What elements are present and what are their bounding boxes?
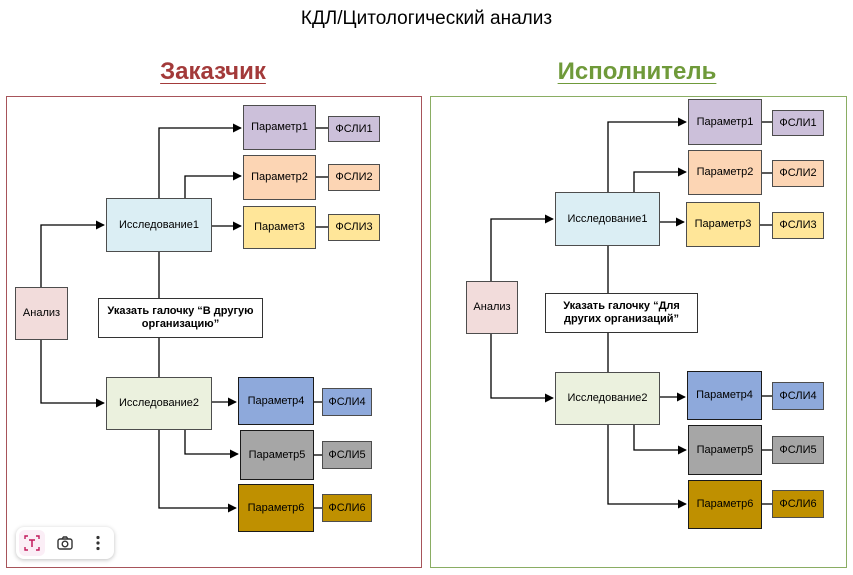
analysis-box-customer: Анализ	[15, 287, 68, 340]
executor-heading: Исполнитель	[557, 58, 717, 85]
param1-box-customer: Параметр1	[243, 105, 316, 150]
fsli4-box-executor: ФСЛИ4	[772, 382, 824, 410]
param3-box-executor: Параметр3	[686, 202, 760, 247]
connector	[184, 430, 239, 459]
fsli1-box-customer: ФСЛИ1	[328, 116, 380, 142]
param5-box-customer: Параметр5	[240, 430, 314, 480]
connector	[607, 425, 687, 509]
param2-box-executor: Параметр2	[688, 150, 762, 195]
connector	[607, 117, 687, 192]
param6-box-executor: Параметр6	[688, 480, 762, 529]
executor-panel	[430, 96, 847, 568]
connector	[158, 123, 242, 198]
study2-box-customer: Исследование2	[106, 377, 212, 430]
page-title: КДЛ/Цитологический анализ	[300, 8, 553, 29]
fsli3-box-executor: ФСЛИ3	[772, 212, 824, 239]
customer-heading: Заказчик	[160, 58, 266, 85]
connector	[40, 340, 105, 408]
more-vertical-icon	[96, 535, 100, 551]
study2-box-executor: Исследование2	[555, 372, 660, 425]
study1-box-executor: Исследование1	[555, 192, 660, 246]
connector	[633, 425, 687, 455]
connector	[633, 167, 687, 192]
image-toolbar	[16, 527, 114, 559]
analysis-box-executor: Анализ	[466, 281, 518, 334]
param2-box-customer: Параметр2	[243, 155, 316, 200]
fsli1-box-executor: ФСЛИ1	[772, 110, 824, 136]
fsli5-box-customer: ФСЛИ5	[322, 441, 372, 469]
study1-box-customer: Исследование1	[106, 198, 212, 252]
fsli5-box-executor: ФСЛИ5	[772, 436, 824, 464]
fsli3-box-customer: ФСЛИ3	[328, 214, 380, 241]
screenshot-button[interactable]	[52, 530, 78, 556]
fsli4-box-customer: ФСЛИ4	[322, 388, 372, 416]
param3-box-customer: Парамет3	[243, 206, 316, 249]
note-box-executor: Указать галочку “Для других организаций”	[545, 293, 698, 333]
param4-box-executor: Параметр4	[687, 371, 762, 420]
connector	[490, 214, 554, 281]
customer-panel	[6, 96, 422, 568]
connector	[490, 334, 554, 403]
connector	[184, 171, 242, 198]
param4-box-customer: Параметр4	[238, 377, 314, 425]
param1-box-executor: Параметр1	[688, 99, 762, 145]
note-box-customer: Указать галочку “В другую организацию”	[98, 298, 263, 338]
fsli2-box-customer: ФСЛИ2	[328, 164, 380, 191]
fsli6-box-customer: ФСЛИ6	[322, 494, 372, 522]
text-select-button[interactable]	[19, 530, 46, 556]
connector	[158, 430, 237, 513]
param5-box-executor: Параметр5	[688, 425, 762, 475]
param6-box-customer: Параметр6	[238, 484, 314, 532]
camera-icon	[57, 536, 73, 550]
more-options-button[interactable]	[85, 530, 111, 556]
connector	[40, 220, 105, 287]
fsli2-box-executor: ФСЛИ2	[772, 160, 824, 187]
fsli6-box-executor: ФСЛИ6	[772, 490, 824, 518]
text-select-icon	[24, 535, 41, 551]
